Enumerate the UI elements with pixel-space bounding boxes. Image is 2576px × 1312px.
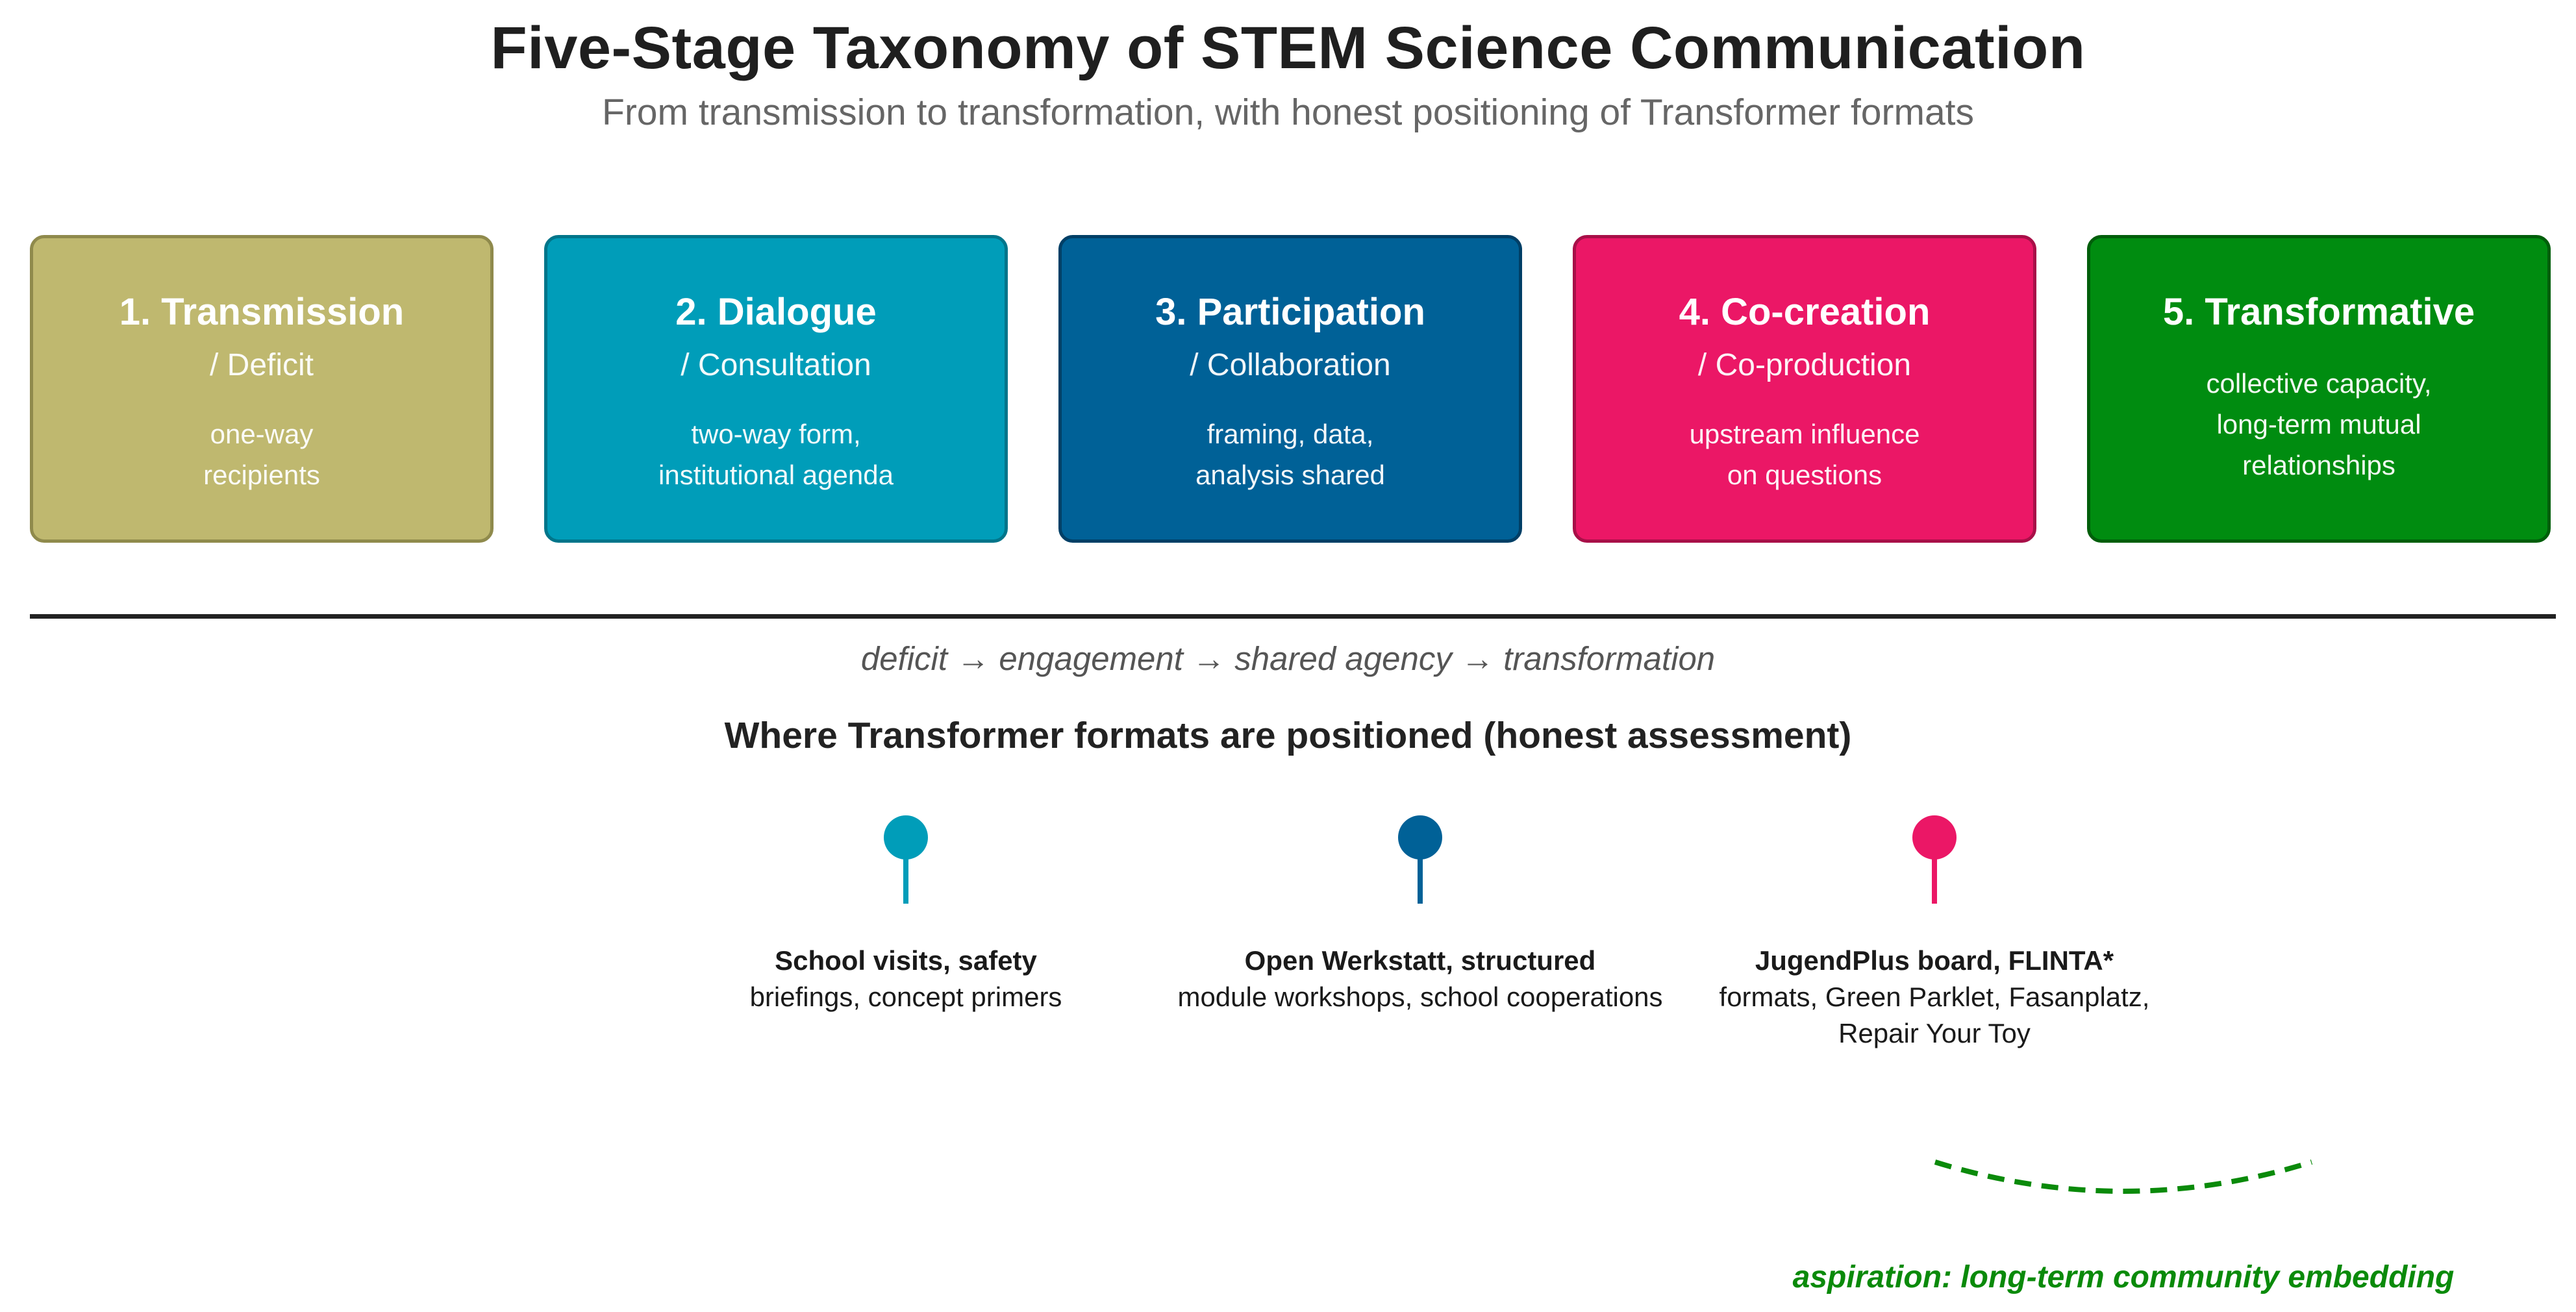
marker-label-lead: JugendPlus board, FLINTA* — [1755, 945, 2114, 976]
stage-description-line: analysis shared — [1195, 460, 1385, 490]
stage-description-line: framing, data, — [1207, 419, 1374, 449]
positioning-heading: Where Transformer formats are positioned… — [724, 715, 1852, 756]
stage-description-line: collective capacity, — [2206, 368, 2432, 399]
diagram-subtitle: From transmission to transformation, wit… — [602, 92, 1974, 133]
marker-label-line: Repair Your Toy — [1838, 1018, 2031, 1048]
stage-description: two-way form, institutional agenda — [567, 414, 985, 495]
stage-title: 1. Transmission — [119, 291, 405, 333]
marker-label-lead: Open Werkstatt, structured — [1244, 945, 1596, 976]
stage-subtitle: / Co-production — [1697, 348, 1912, 382]
stage-description: one-way recipients — [53, 414, 471, 495]
stage-box-transmission: 1. Transmission / Deficit one-way recipi… — [30, 235, 494, 543]
stage-description-line: long-term mutual — [2216, 409, 2421, 439]
stage-description: upstream influence on questions — [1595, 414, 2014, 495]
marker-pin-icon — [884, 815, 928, 860]
stage-description-line: two-way form, — [691, 419, 861, 449]
stage-title: 3. Participation — [1155, 291, 1425, 333]
stage-box-dialogue: 2. Dialogue / Consultation two-way form,… — [544, 235, 1008, 543]
stage-box-co-creation: 4. Co-creation / Co-production upstream … — [1573, 235, 2036, 543]
marker-label: School visits, safety briefings, concept… — [614, 943, 1198, 1015]
aspiration-caption: aspiration: long-term community embeddin… — [1792, 1260, 2455, 1294]
marker-label: Open Werkstatt, structured module worksh… — [1128, 943, 1712, 1015]
stage-box-participation: 3. Participation / Collaboration framing… — [1058, 235, 1522, 543]
diagram-title: Five-Stage Taxonomy of STEM Science Comm… — [490, 15, 2086, 81]
stage-title: 2. Dialogue — [675, 291, 877, 333]
stage-description-line: one-way — [210, 419, 314, 449]
stage-description-line: relationships — [2242, 450, 2395, 480]
divider-line — [30, 614, 2556, 619]
marker-stem — [903, 854, 908, 904]
marker-label-line: module workshops, school cooperations — [1177, 982, 1663, 1012]
marker-label-line: formats, Green Parklet, Fasanplatz, — [1719, 982, 2150, 1012]
stage-description-line: on questions — [1727, 460, 1882, 490]
position-marker-dialogue: School visits, safety briefings, concept… — [614, 815, 1198, 1062]
progression-caption: deficit → engagement → shared agency → t… — [860, 640, 1716, 677]
marker-stem — [1418, 854, 1423, 904]
marker-pin-icon — [1398, 815, 1442, 860]
stage-description: framing, data, analysis shared — [1081, 414, 1499, 495]
marker-pin-icon — [1912, 815, 1957, 860]
stage-subtitle: / Deficit — [209, 348, 314, 382]
stage-title: 4. Co-creation — [1679, 291, 1931, 333]
stage-subtitle: / Collaboration — [1190, 348, 1391, 382]
stage-description-line: upstream influence — [1689, 419, 1920, 449]
stage-title: 5. Transformative — [2162, 291, 2475, 333]
position-marker-co-creation: JugendPlus board, FLINTA* formats, Green… — [1642, 815, 2227, 1062]
aspiration-arc-path — [1934, 1159, 2313, 1194]
aspiration-arc — [1934, 1159, 2313, 1194]
stage-description-line: institutional agenda — [658, 460, 894, 490]
stage-box-transformative: 5. Transformative collective capacity, l… — [2087, 235, 2551, 543]
marker-stem — [1932, 854, 1937, 904]
position-marker-participation: Open Werkstatt, structured module worksh… — [1128, 815, 1712, 1062]
stage-subtitle: / Consultation — [681, 348, 871, 382]
stage-description: collective capacity, long-term mutual re… — [2110, 363, 2528, 486]
marker-label: JugendPlus board, FLINTA* formats, Green… — [1642, 943, 2227, 1052]
marker-label-line: briefings, concept primers — [749, 982, 1062, 1012]
marker-label-lead: School visits, safety — [775, 945, 1037, 976]
stage-description-line: recipients — [203, 460, 320, 490]
